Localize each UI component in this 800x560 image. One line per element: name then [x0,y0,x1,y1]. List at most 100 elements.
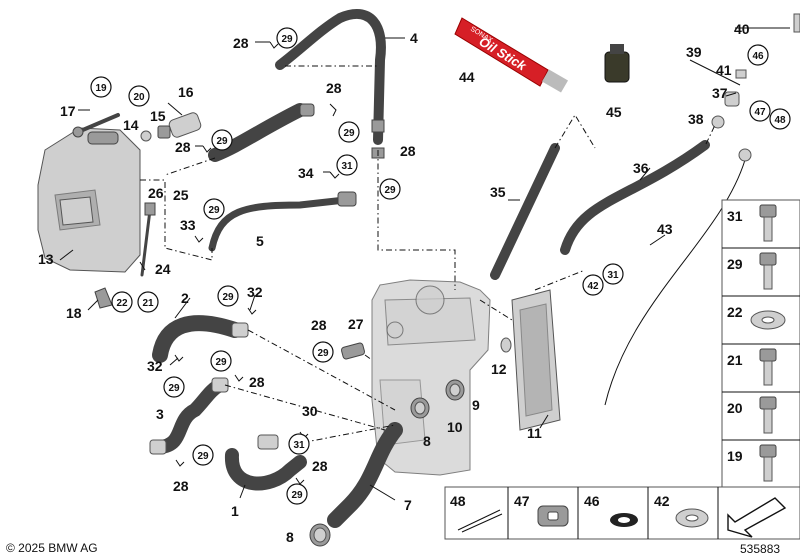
dipstick-handle [738,148,752,162]
pipe-5 [208,191,357,252]
callout-25: 25 [173,187,189,203]
svg-text:22: 22 [116,298,128,309]
side-item-29: 29 [727,252,777,290]
callout-32: 32 [247,284,263,300]
callout-28: 28 [326,80,342,96]
side-item-22: 22 [727,304,786,330]
callout-1: 1 [231,503,239,519]
hose-1 [225,434,307,491]
svg-text:31: 31 [341,161,353,172]
circled-48: 48 [769,108,791,130]
circled-46: 46 [747,44,769,66]
callout-4: 4 [410,30,418,46]
callout-33: 33 [180,217,196,233]
circled-29: 29 [379,178,401,200]
callout-28: 28 [233,35,249,51]
svg-text:21: 21 [727,352,743,368]
side-item-20: 20 [727,396,777,434]
bolt-17 [72,113,120,138]
callout-24: 24 [155,261,171,277]
circled-29: 29 [192,444,214,466]
callout-28: 28 [173,478,189,494]
svg-text:29: 29 [168,383,180,394]
svg-text:31: 31 [727,208,743,224]
circled-29: 29 [211,129,233,151]
dipstick-43 [604,159,746,406]
svg-text:48: 48 [774,115,786,126]
svg-text:29: 29 [215,357,227,368]
callout-13: 13 [38,251,54,267]
bracket-18 [94,287,113,309]
circled-callouts: 19 20 29 29 29 29 31 29 22 21 29 29 29 2… [90,27,791,505]
flange-16 [140,112,202,142]
svg-text:22: 22 [727,304,743,320]
callout-16: 16 [178,84,194,100]
callout-numbers: 4 28 16 17 14 15 28 28 28 34 26 25 33 5 … [38,21,750,545]
bleed-valve-45 [604,44,630,83]
hose-3 [149,377,229,455]
svg-text:29: 29 [727,256,743,272]
callout-36: 36 [633,160,649,176]
circled-29: 29 [210,350,232,372]
hose-7 [327,422,403,528]
bottom-item-48: 48 [450,493,503,533]
svg-text:46: 46 [752,51,764,62]
svg-text:29: 29 [197,451,209,462]
svg-text:29: 29 [343,128,355,139]
svg-text:42: 42 [587,281,599,292]
svg-text:20: 20 [133,92,145,103]
callout-26: 26 [148,185,164,201]
circled-21: 21 [137,291,159,313]
callout-15: 15 [150,108,166,124]
callout-44: 44 [459,69,475,85]
circled-47: 47 [749,100,771,122]
svg-text:31: 31 [607,270,619,281]
side-item-21: 21 [727,348,777,386]
callout-28: 28 [175,139,191,155]
circled-31: 31 [288,433,310,455]
callout-8: 8 [286,529,294,545]
level-sensor [140,202,156,277]
bottom-panel: 48 47 46 42 [444,486,800,540]
hose-2 [152,315,249,363]
seal-rings [309,379,465,547]
circled-31: 31 [602,263,624,285]
callout-34: 34 [298,165,314,181]
callout-28: 28 [400,143,416,159]
circled-29: 29 [163,376,185,398]
svg-text:19: 19 [95,83,107,94]
callout-18: 18 [66,305,82,321]
callout-27: 27 [348,316,364,332]
oil-cooler [511,289,561,431]
svg-text:42: 42 [654,493,670,509]
callout-30: 30 [302,403,318,419]
circled-29: 29 [203,198,225,220]
callout-2: 2 [181,290,189,306]
callout-11: 11 [527,425,542,441]
svg-text:19: 19 [727,448,743,464]
callout-43: 43 [657,221,673,237]
expansion-tank [37,127,141,273]
circled-42: 42 [582,274,604,296]
callout-35: 35 [490,184,506,200]
svg-text:29: 29 [384,185,396,196]
bottom-item-46: 46 [584,493,638,527]
circled-29: 29 [312,341,334,363]
seal-12 [500,337,512,353]
callout-17: 17 [60,103,76,119]
pipe-35 [490,143,560,280]
circled-29: 29 [217,285,239,307]
hose-clips [174,41,340,485]
circled-19: 19 [90,76,112,98]
callout-12: 12 [491,361,507,377]
callout-10: 10 [447,419,463,435]
svg-text:21: 21 [142,298,154,309]
callout-39: 39 [686,44,702,60]
callout-37: 37 [712,85,728,101]
callout-28: 28 [249,374,265,390]
svg-text:47: 47 [754,107,766,118]
callout-5: 5 [256,233,264,249]
svg-text:46: 46 [584,493,600,509]
callout-7: 7 [404,497,412,513]
